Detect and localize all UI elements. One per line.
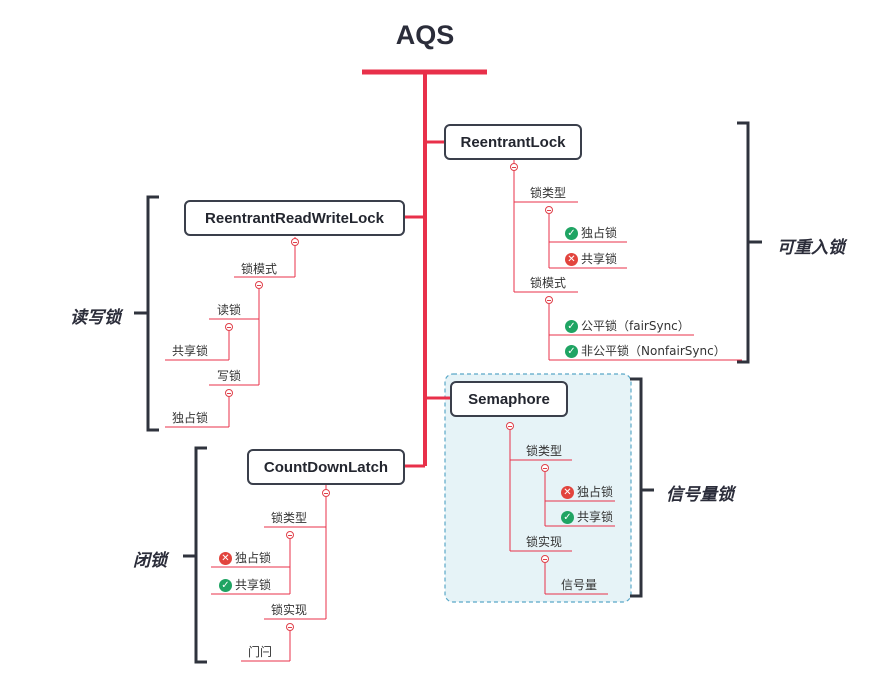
- collapse-toggle-rwlock[interactable]: [291, 238, 299, 246]
- rw-lock-mode-label: 锁模式: [241, 262, 278, 276]
- check-icon: ✓: [561, 510, 574, 524]
- collapse-toggle-rl-lock-mode[interactable]: [545, 296, 553, 304]
- sem-impl-value: 信号量: [561, 578, 598, 592]
- cd-type-item-2: ✓共享锁: [219, 577, 271, 593]
- rw-read-lock-value: 共享锁: [172, 344, 209, 358]
- rl-mode-item-1: ✓公平锁（fairSync）: [565, 318, 690, 334]
- collapse-toggle-sem-impl[interactable]: [541, 555, 549, 563]
- node-reentrant-read-write-lock[interactable]: ReentrantReadWriteLock: [184, 200, 405, 236]
- collapse-toggle-semaphore[interactable]: [506, 422, 514, 430]
- cross-icon: ✕: [565, 252, 578, 266]
- collapse-toggle-rw-write-lock[interactable]: [225, 389, 233, 397]
- sem-impl-label: 锁实现: [526, 535, 563, 549]
- group-label-latch: 闭锁: [133, 551, 167, 571]
- group-label-semaphore: 信号量锁: [666, 485, 734, 505]
- semaphore-wires: [509, 422, 615, 595]
- page-title: AQS: [395, 20, 455, 50]
- reentrantlock-wires: [513, 159, 742, 361]
- check-icon: ✓: [565, 344, 578, 358]
- rl-lock-mode-label: 锁模式: [530, 276, 567, 290]
- collapse-toggle-rl-lock-type[interactable]: [545, 206, 553, 214]
- cross-icon: ✕: [219, 551, 232, 565]
- check-icon: ✓: [219, 578, 232, 592]
- collapse-toggle-countdown[interactable]: [322, 489, 330, 497]
- check-icon: ✓: [565, 226, 578, 240]
- check-icon: ✓: [565, 319, 578, 333]
- collapse-toggle-cd-lock-type[interactable]: [286, 531, 294, 539]
- bracket-countdown: [194, 446, 207, 664]
- node-semaphore[interactable]: Semaphore: [450, 381, 568, 417]
- bracket-semaphore: [630, 377, 643, 598]
- semaphore-highlight-box: [444, 373, 632, 603]
- cd-impl-label: 锁实现: [271, 603, 308, 617]
- bracket-rwlock: [146, 195, 159, 432]
- rl-type-item-2: ✕共享锁: [565, 251, 617, 267]
- rl-lock-type-label: 锁类型: [530, 186, 567, 200]
- sem-lock-type-label: 锁类型: [526, 444, 563, 458]
- collapse-toggle-sem-lock-type[interactable]: [541, 464, 549, 472]
- group-brackets: [134, 121, 762, 664]
- rl-type-item-1: ✓独占锁: [565, 225, 617, 241]
- node-countdownlatch[interactable]: CountDownLatch: [247, 449, 405, 485]
- rl-mode-item-2: ✓非公平锁（NonfairSync）: [565, 343, 726, 359]
- group-label-reentrant: 可重入锁: [777, 238, 845, 258]
- collapse-toggle-rw-read-lock[interactable]: [225, 323, 233, 331]
- rw-read-lock-label: 读锁: [217, 303, 242, 317]
- cd-impl-value: 门闩: [248, 645, 273, 659]
- node-reentrantlock[interactable]: ReentrantLock: [444, 124, 582, 160]
- rw-write-lock-value: 独占锁: [172, 411, 209, 425]
- bracket-reentrantlock: [737, 121, 750, 364]
- sem-type-item-2: ✓共享锁: [561, 509, 613, 525]
- cd-type-item-1: ✕独占锁: [219, 550, 271, 566]
- group-label-read-write: 读写锁: [70, 308, 121, 328]
- rw-write-lock-label: 写锁: [217, 369, 242, 383]
- collapse-toggle-rw-lock-mode[interactable]: [255, 281, 263, 289]
- collapse-toggle-cd-impl[interactable]: [286, 623, 294, 631]
- collapse-toggle-reentrantlock[interactable]: [510, 163, 518, 171]
- sem-type-item-1: ✕独占锁: [561, 484, 613, 500]
- cd-lock-type-label: 锁类型: [271, 511, 308, 525]
- countdown-wires: [211, 485, 327, 662]
- cross-icon: ✕: [561, 485, 574, 499]
